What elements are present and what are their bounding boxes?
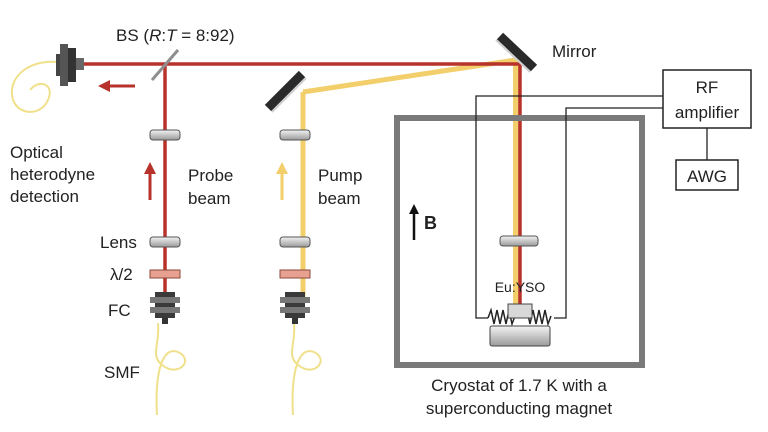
top-mirror [495, 32, 538, 73]
probe-smf-fiber [154, 322, 186, 416]
sample-label: Eu:YSO [495, 279, 546, 295]
cryostat-lens [499, 235, 539, 247]
cryostat-wall [394, 115, 645, 368]
cryostat-label-1: Cryostat of 1.7 K with a [431, 376, 607, 395]
probe-half-wave-plate [149, 269, 181, 279]
optical-detection-label-1: Optical [10, 143, 63, 162]
detector-coupler-icon [56, 44, 84, 86]
lens-label: Lens [100, 233, 137, 252]
probe-lens-bottom [149, 236, 181, 248]
pump-fiber-coupler-icon [280, 292, 310, 324]
rf-amplifier-box [662, 69, 752, 129]
magnetic-field-arrow-icon [409, 204, 419, 240]
optical-detection-label-2: heterodyne [10, 165, 95, 184]
probe-up-arrow-icon [144, 162, 156, 200]
pump-beam-label-2: beam [318, 189, 361, 208]
eu-yso-crystal [507, 303, 533, 319]
cryostat-label-2: superconducting magnet [426, 399, 612, 418]
magnetic-field-label: B [424, 213, 437, 233]
pump-lens-top [279, 129, 311, 141]
sample-holder [489, 325, 551, 347]
mirror-label: Mirror [552, 42, 597, 61]
probe-beam-label-2: beam [188, 189, 231, 208]
pump-beam-label-1: Pump [318, 166, 362, 185]
beam-splitter-label: BS (R:T = 8:92) [116, 26, 235, 45]
rf-wire-right [554, 107, 663, 319]
beam-splitter [150, 49, 180, 81]
pump-half-wave-plate [279, 269, 311, 279]
detection-fiber [10, 60, 59, 113]
rf-amplifier-label-1: RF [696, 78, 719, 97]
awg-label: AWG [687, 167, 727, 186]
pump-up-arrow-icon [276, 162, 288, 200]
pump-lens-bottom [279, 236, 311, 248]
fiber-coupler-label: FC [108, 301, 131, 320]
return-arrow-icon [98, 80, 135, 92]
pump-mirror [264, 70, 307, 113]
probe-lens-top [149, 129, 181, 141]
rf-wire-left [475, 95, 663, 319]
pump-smf-fiber [290, 322, 322, 416]
optical-detection-label-3: detection [10, 187, 79, 206]
probe-fiber-coupler-icon [150, 292, 180, 324]
probe-beam-label-1: Probe [188, 166, 233, 185]
half-wave-plate-label: λ/2 [110, 265, 133, 284]
smf-label: SMF [104, 363, 140, 382]
rf-amplifier-label-2: amplifier [675, 103, 740, 122]
awg-box [675, 159, 739, 191]
